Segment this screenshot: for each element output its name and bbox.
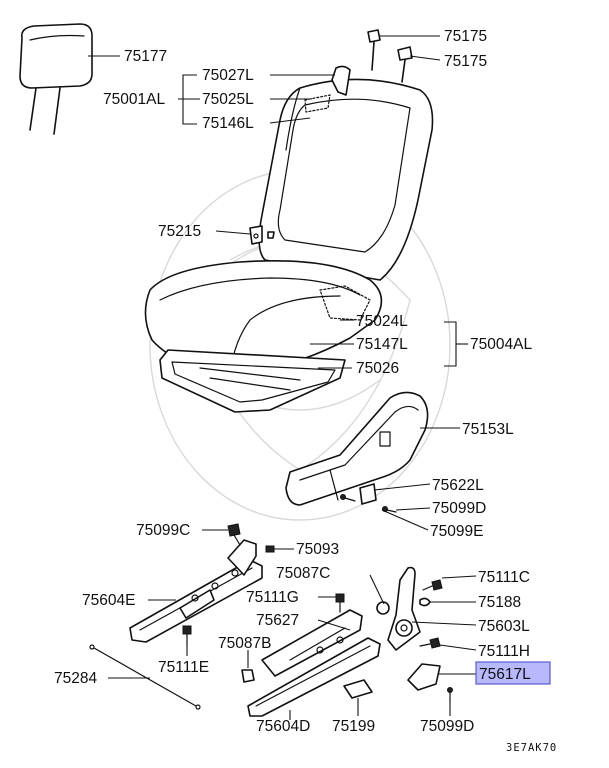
label-75215[interactable]: 75215 [158,223,201,240]
label-75093[interactable]: 75093 [296,541,339,558]
label-75111E[interactable]: 75111E [158,659,209,676]
side-shield [285,391,429,506]
label-75099D-b[interactable]: 75099D [420,718,474,735]
label-75099E[interactable]: 75099E [430,523,483,540]
reference-code: 3E7AK70 [506,742,557,754]
label-75177[interactable]: 75177 [124,48,167,65]
label-75111C[interactable]: 75111C [478,569,530,586]
label-75622L[interactable]: 75622L [432,477,484,494]
bracket-75215 [249,225,275,245]
cable-75284 [89,644,201,710]
label-75001AL[interactable]: 75001AL [103,91,165,108]
label-75099D-a[interactable]: 75099D [432,500,486,517]
label-75627[interactable]: 75627 [256,612,299,629]
seat-back [258,29,434,281]
leader-lines [88,35,477,720]
recliner [387,566,443,651]
label-75604D[interactable]: 75604D [256,718,310,735]
label-75188[interactable]: 75188 [478,594,521,611]
label-75024L[interactable]: 75024L [356,313,408,330]
label-75025L[interactable]: 75025L [202,91,254,108]
left-rail [129,523,275,647]
lever-cover [407,663,453,703]
label-75027L[interactable]: 75027L [202,67,254,84]
part-labels: 75177 75175 75175 75001AL 75027L 75025L … [54,28,557,754]
highlight-box [475,661,551,685]
label-75146L[interactable]: 75146L [202,115,254,132]
seat-cushion [144,260,383,413]
label-75111G[interactable]: 75111G [246,589,299,606]
label-75199[interactable]: 75199 [332,718,375,735]
label-75099C[interactable]: 75099C [136,522,190,539]
small-hardware [340,483,397,513]
label-75111H[interactable]: 75111H [478,643,530,660]
label-75617L[interactable]: 75617L [479,666,531,683]
label-75026[interactable]: 75026 [356,360,399,377]
label-75175-b[interactable]: 75175 [444,53,487,70]
label-75603L[interactable]: 75603L [478,618,530,635]
label-75284[interactable]: 75284 [54,670,97,687]
label-75147L[interactable]: 75147L [356,336,408,353]
label-75004AL[interactable]: 75004AL [470,336,532,353]
label-75175-a[interactable]: 75175 [444,28,487,45]
label-75087B[interactable]: 75087B [218,635,271,652]
label-75087C[interactable]: 75087C [276,565,330,582]
pad-75199 [343,679,373,699]
label-75604E[interactable]: 75604E [82,592,135,609]
label-75153L[interactable]: 75153L [462,421,514,438]
headrest [19,23,93,135]
